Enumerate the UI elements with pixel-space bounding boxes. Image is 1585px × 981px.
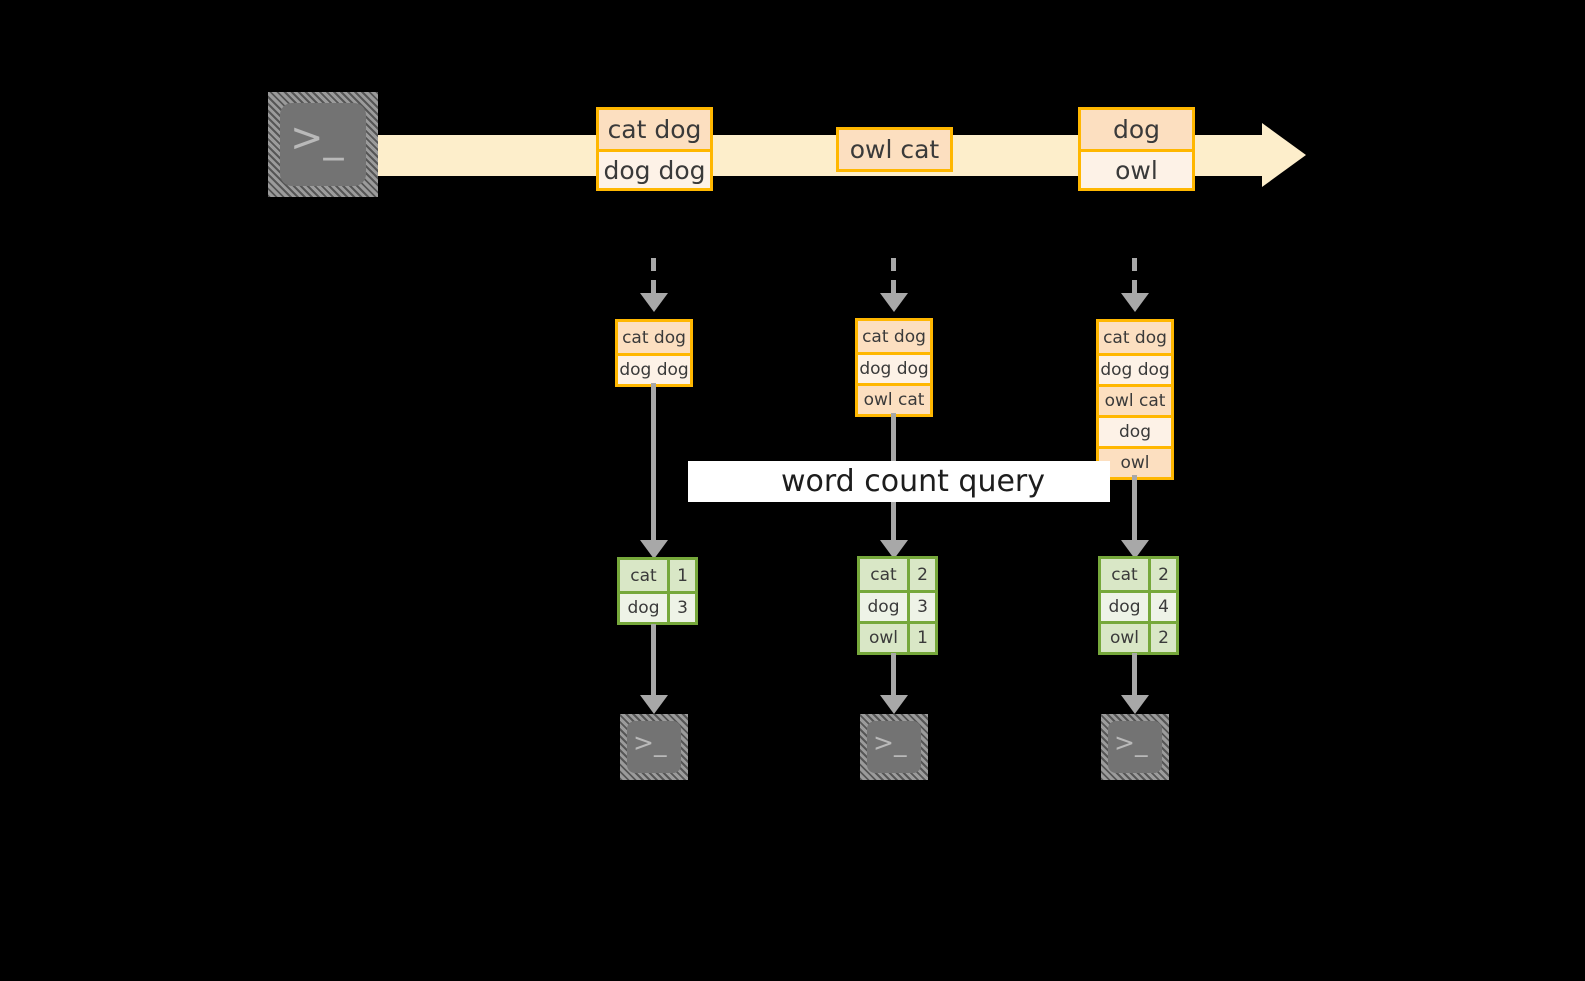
stream-record-1[interactable]: cat dog dog dog (596, 107, 713, 191)
snapshot-3-line-2: dog dog (1099, 353, 1171, 384)
connector-arrowhead (1121, 540, 1149, 559)
snapshot-records-1[interactable]: cat dog dog dog (615, 319, 693, 387)
connector-arrowhead (640, 540, 668, 559)
connector-arrowhead (1121, 293, 1149, 312)
result-count: 2 (1148, 624, 1176, 652)
result-count: 4 (1148, 593, 1176, 621)
result-word: cat (860, 559, 907, 590)
result-count: 3 (907, 593, 935, 621)
snapshot-2-line-1: cat dog (858, 321, 930, 352)
result-word: cat (1101, 559, 1148, 590)
sink-connector-2 (880, 653, 908, 714)
result-count: 2 (1148, 559, 1176, 590)
connector-arrowhead (880, 695, 908, 714)
snapshot-2-line-3: owl cat (858, 383, 930, 414)
terminal-prompt-glyph: >_ (873, 728, 907, 757)
result-word: cat (620, 560, 667, 591)
dashed-connector-3 (1121, 258, 1149, 312)
result-word: owl (1101, 624, 1148, 652)
sink-terminal-icon-1[interactable]: >_ (620, 714, 688, 780)
dashed-connector-2 (880, 258, 908, 312)
result-row: cat 2 (860, 559, 935, 590)
result-table-1[interactable]: cat 1 dog 3 (617, 557, 698, 625)
result-row: cat 1 (620, 560, 695, 591)
connector-line (1132, 258, 1137, 294)
stream-record-1-line-2: dog dog (599, 149, 710, 188)
stream-record-3-line-2: owl (1081, 149, 1192, 188)
sink-connector-3 (1121, 653, 1149, 714)
terminal-screen (1108, 721, 1162, 773)
connector-arrowhead (1121, 695, 1149, 714)
query-label-band: word count query (688, 461, 1110, 502)
terminal-screen (867, 721, 921, 773)
result-row: cat 2 (1101, 559, 1176, 590)
terminal-prompt-glyph: >_ (1114, 728, 1148, 757)
dashed-connector-1 (640, 258, 668, 312)
snapshot-3-line-4: dog (1099, 415, 1171, 446)
result-word: dog (1101, 593, 1148, 621)
connector-line (891, 258, 896, 294)
snapshot-3-line-3: owl cat (1099, 384, 1171, 415)
connector-line (651, 258, 656, 294)
result-word: owl (860, 624, 907, 652)
source-terminal-icon[interactable]: >_ (268, 92, 378, 197)
result-row: dog 4 (1101, 590, 1176, 621)
result-row: owl 2 (1101, 621, 1176, 652)
result-table-3[interactable]: cat 2 dog 4 owl 2 (1098, 556, 1179, 655)
result-count: 1 (907, 624, 935, 652)
result-row: dog 3 (860, 590, 935, 621)
result-count: 1 (667, 560, 695, 591)
stream-record-2[interactable]: owl cat (836, 127, 953, 172)
result-table-2[interactable]: cat 2 dog 3 owl 1 (857, 556, 938, 655)
snapshot-records-3[interactable]: cat dog dog dog owl cat dog owl (1096, 319, 1174, 480)
snapshot-3-line-5: owl (1099, 446, 1171, 477)
snapshot-1-line-2: dog dog (618, 353, 690, 384)
stream-record-2-line-1: owl cat (839, 130, 950, 169)
snapshot-3-line-1: cat dog (1099, 322, 1171, 353)
connector-line (1132, 653, 1137, 696)
query-connector-3 (1121, 475, 1149, 559)
connector-line (891, 653, 896, 696)
stream-record-3-line-1: dog (1081, 110, 1192, 149)
terminal-prompt-glyph: >_ (633, 728, 667, 757)
connector-arrowhead (880, 293, 908, 312)
connector-line (1132, 475, 1137, 541)
result-word: dog (620, 594, 667, 622)
sink-connector-1 (640, 624, 668, 714)
connector-arrowhead (640, 293, 668, 312)
query-label: word count query (780, 464, 1046, 499)
query-connector-1 (640, 383, 668, 559)
connector-line (651, 624, 656, 696)
result-row: owl 1 (860, 621, 935, 652)
terminal-screen (627, 721, 681, 773)
snapshot-2-line-2: dog dog (858, 352, 930, 383)
stream-record-3[interactable]: dog owl (1078, 107, 1195, 191)
stream-arrow-head (1262, 123, 1306, 187)
terminal-screen (280, 103, 366, 186)
result-row: dog 3 (620, 591, 695, 622)
stream-record-1-line-1: cat dog (599, 110, 710, 149)
result-word: dog (860, 593, 907, 621)
snapshot-1-line-1: cat dog (618, 322, 690, 353)
connector-arrowhead (880, 540, 908, 559)
sink-terminal-icon-3[interactable]: >_ (1101, 714, 1169, 780)
result-count: 2 (907, 559, 935, 590)
snapshot-records-2[interactable]: cat dog dog dog owl cat (855, 318, 933, 417)
sink-terminal-icon-2[interactable]: >_ (860, 714, 928, 780)
result-count: 3 (667, 594, 695, 622)
connector-arrowhead (640, 695, 668, 714)
terminal-prompt-glyph: >_ (290, 115, 344, 161)
connector-line (651, 383, 656, 541)
